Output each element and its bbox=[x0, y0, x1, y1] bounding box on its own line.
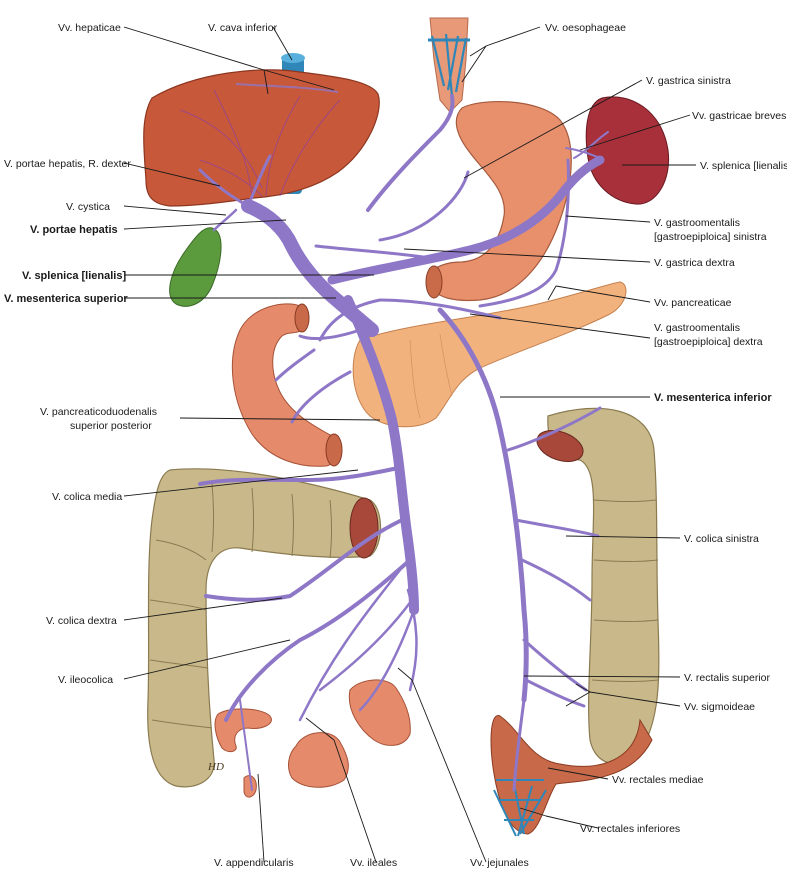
leader-lines bbox=[123, 26, 696, 863]
label-v-colica-dextra: V. colica dextra bbox=[46, 615, 117, 627]
label-v-splenica-left: V. splenica [lienalis] bbox=[22, 270, 126, 282]
artist-signature: HD bbox=[207, 761, 224, 773]
label-vv-rectales-mediae: Vv. rectales mediae bbox=[612, 774, 704, 786]
label-v-splenica-right: V. splenica [lienalis] bbox=[700, 160, 787, 172]
label-v-gastroomentalis-dextra-2: [gastroepiploica] dextra bbox=[654, 336, 763, 348]
oesophagus bbox=[428, 17, 470, 113]
colon-descending bbox=[536, 407, 660, 765]
duodenum bbox=[231, 303, 343, 467]
label-vv-rectales-inferiores: Vv. rectales inferiores bbox=[580, 823, 680, 835]
label-v-mesenterica-superior: V. mesenterica superior bbox=[4, 293, 128, 305]
label-v-appendicularis: V. appendicularis bbox=[214, 857, 294, 869]
label-v-portae-hepatis-r-dexter: V. portae hepatis, R. dexter bbox=[4, 158, 131, 170]
small-intestine-loops bbox=[214, 679, 411, 798]
label-vv-pancreaticae: Vv. pancreaticae bbox=[654, 297, 732, 309]
sigmoid-rectum bbox=[490, 715, 653, 837]
label-vv-hepaticae: Vv. hepaticae bbox=[58, 22, 121, 34]
spleen bbox=[585, 96, 670, 205]
labels: Vv. hepaticae V. cava inferior Vv. oesop… bbox=[4, 22, 787, 869]
label-v-gastroomentalis-dextra-1: V. gastroomentalis bbox=[654, 322, 740, 334]
label-v-colica-media: V. colica media bbox=[52, 491, 122, 503]
liver bbox=[143, 69, 380, 207]
label-v-gastroomentalis-sinistra-1: V. gastroomentalis bbox=[654, 217, 740, 229]
portal-vein-network bbox=[198, 94, 609, 792]
label-v-pancreaticoduodenalis-1: V. pancreaticoduodenalis bbox=[40, 406, 157, 418]
label-v-cava-inferior: V. cava inferior bbox=[208, 22, 278, 34]
label-v-gastroomentalis-sinistra-2: [gastroepiploica] sinistra bbox=[654, 231, 767, 243]
colon-ascending-transverse bbox=[147, 468, 381, 788]
label-v-portae-hepatis: V. portae hepatis bbox=[30, 224, 118, 236]
label-vv-ileales: Vv. ileales bbox=[350, 857, 397, 869]
label-v-ileocolica: V. ileocolica bbox=[58, 674, 113, 686]
label-vv-gastricae-breves: Vv. gastricae breves bbox=[692, 110, 786, 122]
label-v-gastrica-dextra: V. gastrica dextra bbox=[654, 257, 735, 269]
label-v-rectalis-superior: V. rectalis superior bbox=[684, 672, 770, 684]
label-vv-oesophageae: Vv. oesophageae bbox=[545, 22, 626, 34]
label-vv-jejunales: Vv. jejunales bbox=[470, 857, 529, 869]
label-v-gastrica-sinistra: V. gastrica sinistra bbox=[646, 75, 731, 87]
gallbladder bbox=[169, 227, 222, 307]
label-v-colica-sinistra: V. colica sinistra bbox=[684, 533, 759, 545]
label-v-mesenterica-inferior: V. mesenterica inferior bbox=[654, 392, 772, 404]
stomach bbox=[425, 101, 572, 302]
label-vv-sigmoideae: Vv. sigmoideae bbox=[684, 701, 755, 713]
label-v-pancreaticoduodenalis-2: superior posterior bbox=[70, 420, 152, 432]
label-v-cystica: V. cystica bbox=[66, 201, 110, 213]
